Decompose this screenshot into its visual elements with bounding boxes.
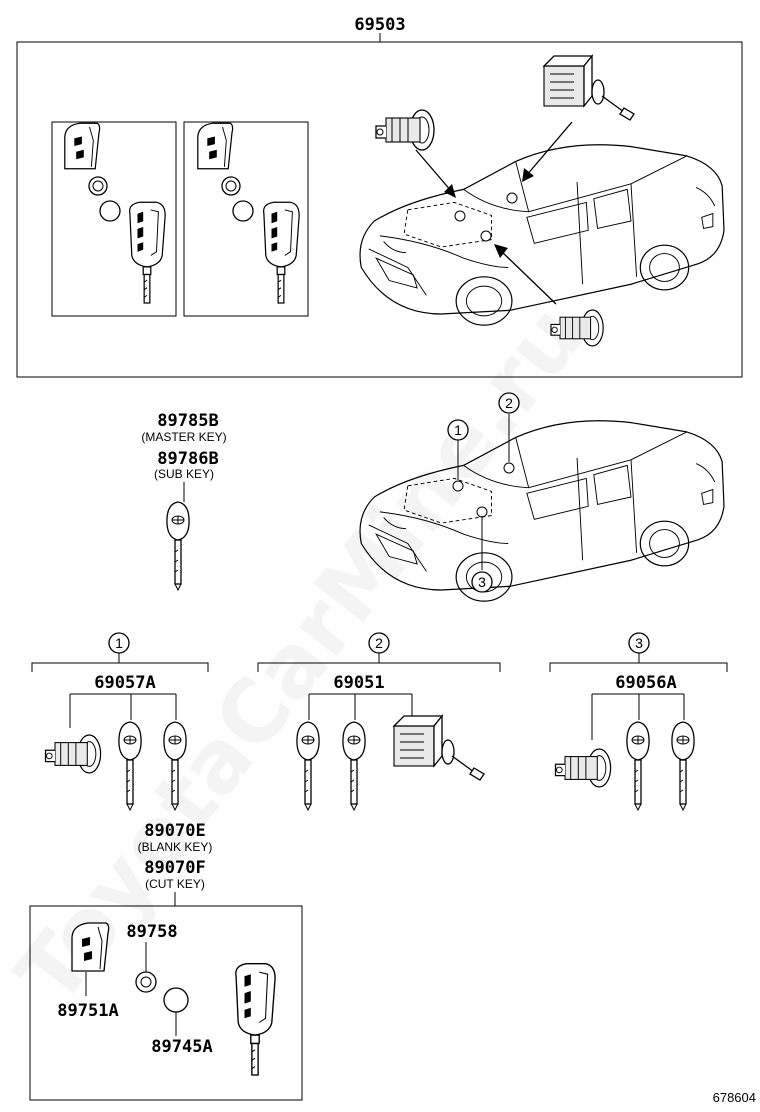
master-key-desc: (MASTER KEY) [141,430,226,444]
battery-part [232,200,254,222]
group-box-remote [29,905,303,1101]
o-ring-part [135,971,157,993]
car-callouts [452,414,515,570]
transponder-key-part [166,501,190,591]
transponder-key-part [671,721,695,811]
remote-case-part [71,922,110,972]
callout-arrows-top [415,121,573,305]
inset-box-right [183,121,309,317]
ignition-cylinder-part [375,109,435,151]
part-number-89785B[interactable]: 89785B [157,411,218,431]
sub-key-desc: (SUB KEY) [154,467,214,481]
remote-case-part [197,122,234,170]
set-callout-3[interactable]: 3 [628,632,650,654]
part-number-89070E[interactable]: 89070E [144,821,205,841]
o-ring-part [88,176,108,196]
leader-lines-set-2 [308,693,413,720]
set-callout-2[interactable]: 2 [368,632,390,654]
part-number-89786B[interactable]: 89786B [157,449,218,469]
part-number-89751A[interactable]: 89751A [57,1001,118,1021]
svg-text:3: 3 [635,635,643,651]
car-callout-3[interactable]: 3 [471,571,493,593]
part-number-89070F[interactable]: 89070F [144,858,205,878]
battery-part [99,200,121,222]
set-bracket-1 [31,662,209,672]
svg-text:2: 2 [375,635,383,651]
ignition-cylinder-part [44,734,102,774]
svg-text:2: 2 [505,395,513,411]
part-number-69051[interactable]: 69051 [333,673,384,693]
inset-box-left [51,121,177,317]
cut-key-desc: (CUT KEY) [145,877,205,891]
door-lock-cylinder-part [393,715,485,781]
transponder-key-part [296,721,320,811]
part-number-69056A[interactable]: 69056A [615,673,676,693]
battery-part [163,987,189,1013]
leader-lines-set-1 [69,693,177,728]
reference-code: 678604 [713,1090,756,1105]
svg-text:1: 1 [454,422,462,438]
svg-text:3: 3 [478,574,486,590]
transponder-key-part [626,721,650,811]
part-number-69057A[interactable]: 69057A [94,673,155,693]
remote-key-part [263,201,300,304]
car-callout-1[interactable]: 1 [447,419,469,441]
door-lock-cylinder-part [543,55,635,121]
remote-key-part [129,201,166,304]
blank-key-desc: (BLANK KEY) [138,840,213,854]
group-box-69503 [16,41,743,378]
car-callout-2[interactable]: 2 [498,392,520,414]
set-bracket-2 [257,662,501,672]
part-number-69503[interactable]: 69503 [354,15,405,35]
svg-text:1: 1 [115,635,123,651]
set-bracket-3 [549,662,728,672]
part-number-89758[interactable]: 89758 [126,922,177,942]
car-illustration-top [359,144,725,326]
o-ring-part [221,176,241,196]
transponder-key-part [342,721,366,811]
glovebox-cylinder-part [554,748,612,788]
remote-case-part [64,122,101,170]
set-callout-1[interactable]: 1 [108,632,130,654]
part-number-89745A[interactable]: 89745A [151,1037,212,1057]
remote-key-part [235,963,276,1076]
leader-lines-set-3 [591,693,685,740]
